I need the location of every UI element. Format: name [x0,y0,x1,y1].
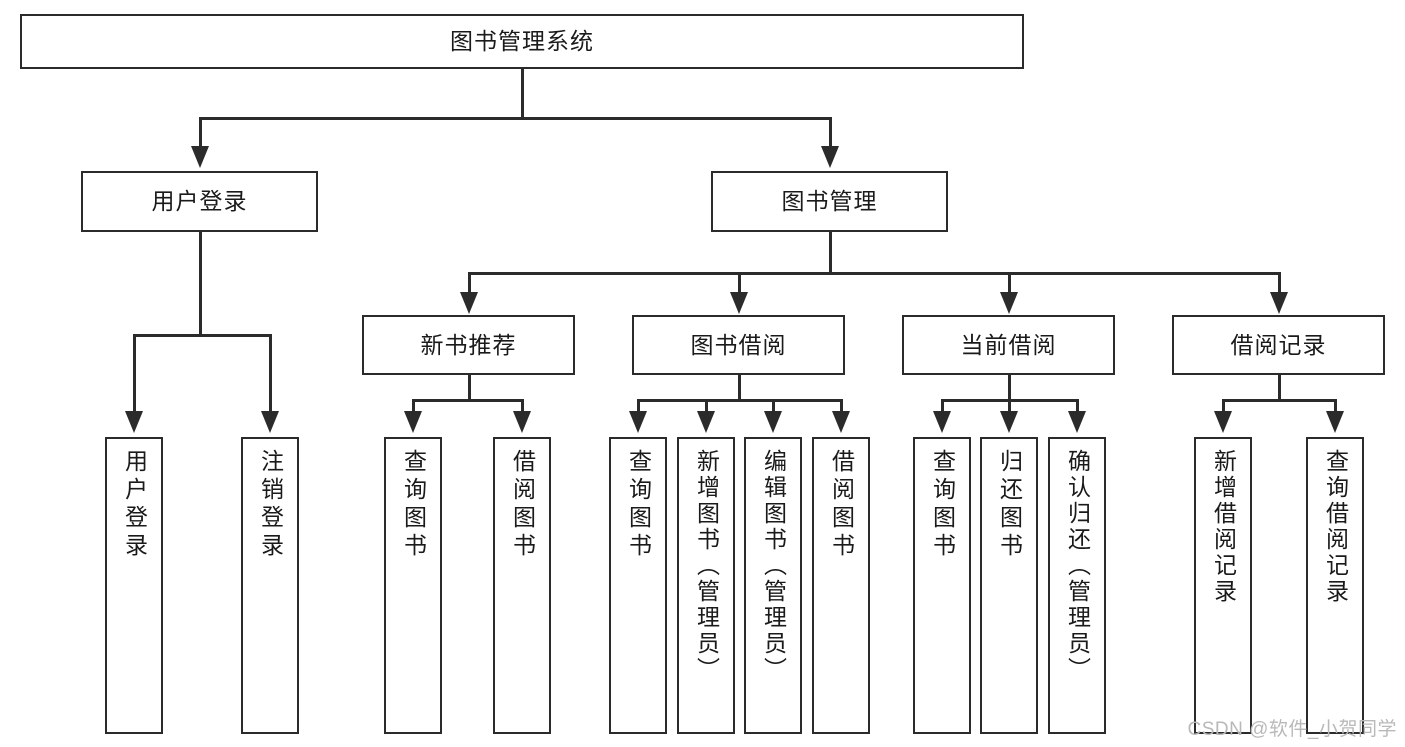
leaf-new-book-query-book[interactable]: 查询图书 [384,437,442,734]
edge-current-to-leaf-2 [1008,399,1011,414]
edge-record-to-leaf-2 [1334,399,1337,414]
leaf-book-borrow-borrow-book[interactable]: 借阅图书 [812,437,870,734]
arrowhead-book-manage-to-new-book [460,292,478,314]
edge-root-trunk [521,68,524,120]
arrowhead-record-to-leaf-2 [1326,411,1344,433]
edge-borrow-to-leaf-2 [705,399,708,414]
edge-record-trunk [1278,375,1281,402]
arrowhead-root-to-book-manage [821,146,839,168]
leaf-current-borrow-query-book[interactable]: 查询图书 [913,437,971,734]
node-label: 查询图书 [400,449,427,561]
leaf-user-login-login[interactable]: 用户登录 [105,437,163,734]
leaf-book-borrow-query-book[interactable]: 查询图书 [609,437,667,734]
arrowhead-user-login-to-leaf-1 [125,411,143,433]
arrowhead-borrow-to-leaf-2 [697,411,715,433]
edge-user-login-to-leaf-2 [269,334,272,414]
node-label: 当前借阅 [960,331,1057,358]
arrowhead-record-to-leaf-1 [1214,411,1232,433]
node-label: 新增借阅记录 [1210,449,1237,605]
node-label: 查询图书 [929,449,956,561]
edge-book-manage-to-record [1278,272,1281,296]
edge-book-manage-to-current [1008,272,1011,296]
arrowhead-book-manage-to-current [1000,292,1018,314]
node-label: 借阅记录 [1230,331,1327,358]
arrowhead-new-book-to-leaf-2 [513,411,531,433]
node-new-book-recommend[interactable]: 新书推荐 [362,315,575,375]
leaf-current-borrow-confirm-return-admin[interactable]: 确认归还（管理员） [1048,437,1106,734]
leaf-book-borrow-edit-book-admin[interactable]: 编辑图书（管理员） [744,437,802,734]
edge-new-book-trunk [468,375,471,402]
node-label: 借阅图书 [828,449,855,561]
edge-book-manage-bus [468,272,1278,275]
edge-root-to-book-manage [829,117,832,150]
arrowhead-current-to-leaf-1 [933,411,951,433]
edge-current-to-leaf-1 [941,399,944,414]
node-book-borrow[interactable]: 图书借阅 [632,315,845,375]
arrowhead-root-to-user-login [191,146,209,168]
arrowhead-book-manage-to-record [1270,292,1288,314]
node-label: 图书管理系统 [450,28,594,55]
edge-user-login-trunk [199,232,202,337]
node-label: 编辑图书（管理员） [760,449,787,683]
edge-record-to-leaf-1 [1222,399,1225,414]
arrowhead-borrow-to-leaf-1 [629,411,647,433]
edge-user-login-bus [133,334,272,337]
arrowhead-book-manage-to-borrow [730,292,748,314]
node-root-book-management-system[interactable]: 图书管理系统 [20,14,1024,69]
node-current-borrow[interactable]: 当前借阅 [902,315,1115,375]
node-user-login[interactable]: 用户登录 [81,171,318,232]
node-book-management[interactable]: 图书管理 [711,171,948,232]
node-label: 借阅图书 [509,449,536,561]
node-borrow-record[interactable]: 借阅记录 [1172,315,1385,375]
arrowhead-user-login-to-leaf-2 [261,411,279,433]
leaf-borrow-record-add-record[interactable]: 新增借阅记录 [1194,437,1252,734]
edge-new-book-to-leaf-1 [412,399,415,414]
edge-book-manage-to-borrow [738,272,741,296]
edge-new-book-bus [412,399,524,402]
node-label: 图书管理 [781,188,878,215]
edge-record-bus [1222,399,1337,402]
node-label: 用户登录 [121,449,148,561]
edge-user-login-to-leaf-1 [133,334,136,414]
edge-book-manage-trunk [829,232,832,275]
edge-borrow-to-leaf-3 [772,399,775,414]
edge-root-to-user-login [199,117,202,150]
arrowhead-current-to-leaf-2 [1000,411,1018,433]
edge-root-bus [199,117,831,120]
leaf-borrow-record-query-record[interactable]: 查询借阅记录 [1306,437,1364,734]
arrowhead-borrow-to-leaf-4 [832,411,850,433]
edge-borrow-to-leaf-1 [637,399,640,414]
node-label: 查询图书 [625,449,652,561]
edge-book-manage-to-new-book [468,272,471,296]
leaf-current-borrow-return-book[interactable]: 归还图书 [980,437,1038,734]
edge-current-to-leaf-3 [1076,399,1079,414]
arrowhead-new-book-to-leaf-1 [404,411,422,433]
node-label: 查询借阅记录 [1322,449,1349,605]
node-label: 用户登录 [151,188,248,215]
watermark-text: CSDN @软件_小贺同学 [1187,719,1397,740]
edge-borrow-bus [637,399,842,402]
leaf-new-book-borrow-book[interactable]: 借阅图书 [493,437,551,734]
leaf-user-login-logout[interactable]: 注销登录 [241,437,299,734]
node-label: 新增图书（管理员） [693,449,720,683]
node-label: 注销登录 [257,449,284,561]
leaf-book-borrow-add-book-admin[interactable]: 新增图书（管理员） [677,437,735,734]
arrowhead-borrow-to-leaf-3 [764,411,782,433]
node-label: 归还图书 [996,449,1023,561]
node-label: 确认归还（管理员） [1064,449,1091,683]
edge-borrow-to-leaf-4 [840,399,843,414]
edge-current-trunk [1008,375,1011,402]
arrowhead-current-to-leaf-3 [1068,411,1086,433]
node-label: 图书借阅 [690,331,787,358]
node-label: 新书推荐 [420,331,517,358]
edge-borrow-trunk [738,375,741,402]
edge-new-book-to-leaf-2 [521,399,524,414]
